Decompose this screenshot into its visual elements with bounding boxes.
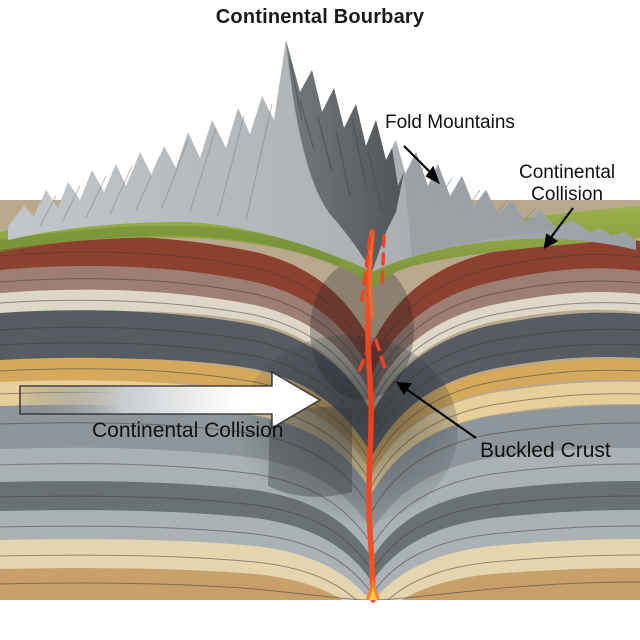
buckled-crust-leader (396, 381, 477, 439)
stratum-taupe (0, 266, 640, 398)
magma-flare-inner (369, 588, 377, 600)
label-continental-collision-force: Continental Collision (92, 419, 284, 442)
fault-splays (356, 234, 388, 376)
collision-force-arrow (19, 370, 322, 430)
fault-zone (356, 229, 388, 603)
stratum-cream (0, 289, 640, 413)
stratum-pale-gray-2 (0, 510, 640, 600)
label-fold-mountains: Fold Mountains (385, 112, 515, 133)
fold-mountain-range (8, 40, 636, 272)
page-title: Continental Bourbary (215, 6, 425, 28)
annotation-leaders (396, 145, 574, 439)
label-buckled-crust: Buckled Crust (480, 439, 611, 462)
stratum-tan-basement (0, 568, 640, 600)
syncline-core-shadow (310, 260, 414, 400)
label-continental-collision-surface: Continental Collision (519, 162, 616, 205)
continental-collision-leader (543, 207, 574, 249)
buckle-shadow-block (268, 406, 352, 497)
fold-mountains-leader (403, 145, 440, 185)
stratum-cream-deep (0, 539, 640, 600)
